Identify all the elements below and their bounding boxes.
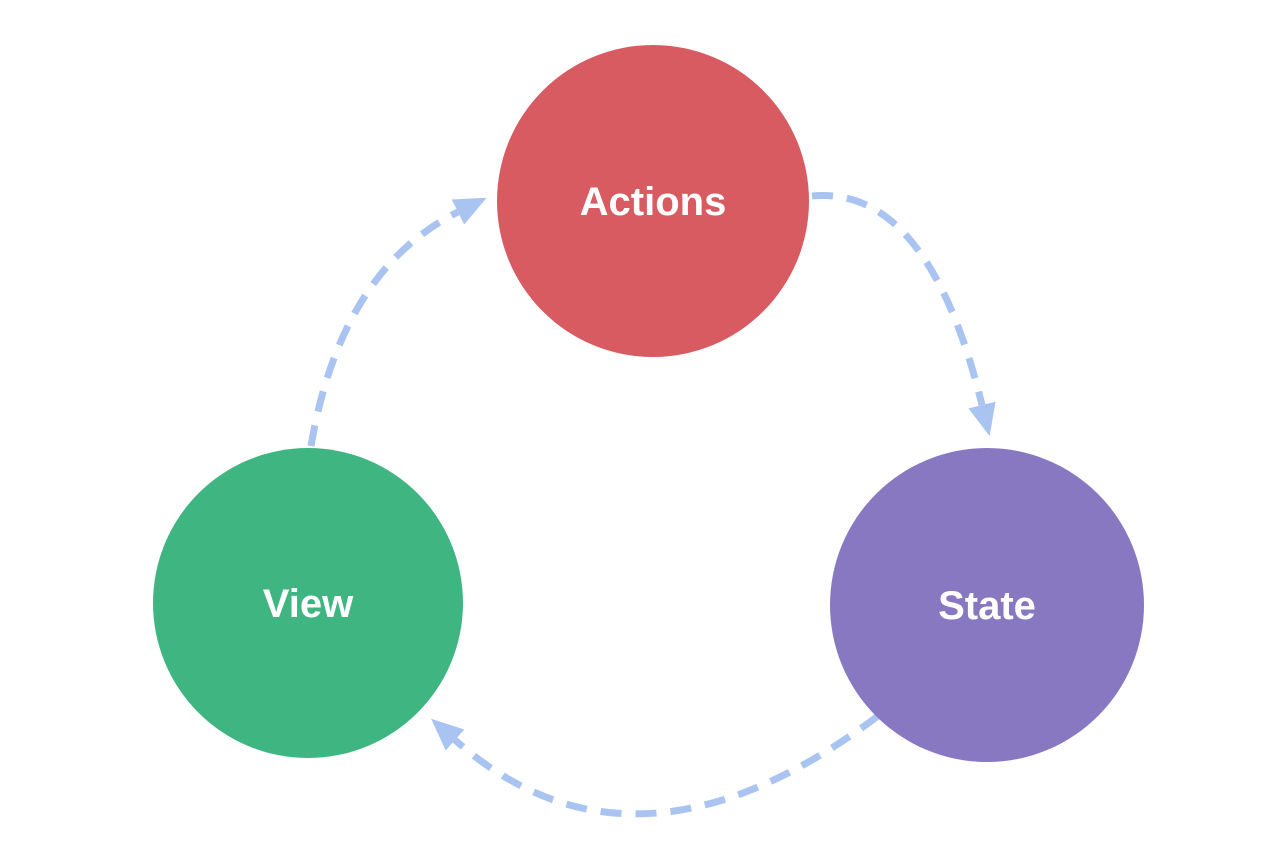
node-actions [497, 45, 809, 357]
arrow-actions-to-state [811, 191, 996, 437]
node-actions-label: Actions [580, 180, 727, 224]
arrow-view-to-actions [307, 197, 487, 447]
node-view [153, 448, 463, 758]
node-view-label: View [263, 582, 354, 626]
arrow-state-to-view [431, 713, 881, 818]
node-state-label: State [938, 584, 1036, 628]
node-state [830, 448, 1144, 762]
